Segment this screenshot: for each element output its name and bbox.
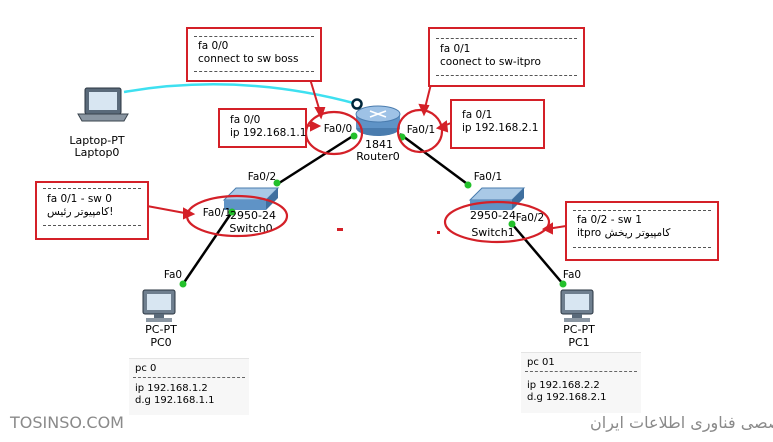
- pc0-name-label: PC0: [150, 336, 171, 349]
- port-label-router-fa00: Fa0/0: [324, 123, 352, 135]
- note-fa00-ip: fa 0/0 ip 192.168.1.1: [218, 108, 307, 148]
- port-label-switch1-fa01: Fa0/1: [474, 171, 502, 183]
- note-fa01-ip: fa 0/1 ip 192.168.2.1: [450, 99, 545, 149]
- port-label-switch0-fa02: Fa0/2: [248, 171, 276, 183]
- port-label-pc1-fa0: Fa0: [563, 269, 581, 281]
- watermark-right: ITPro.ir - وب سایت تخصصی فناوری اطلاعات …: [590, 413, 773, 433]
- pc1-info-dg: d.g 192.168.2.1: [527, 392, 607, 403]
- switch1-icon[interactable]: [468, 187, 526, 210]
- switch1-model-label: 2950-24: [470, 209, 516, 222]
- pc0-info-dg: d.g 192.168.1.1: [135, 395, 215, 406]
- note-line: کامپیوتر رئیس!: [47, 206, 114, 218]
- laptop-model-label: Laptop-PT: [69, 134, 124, 147]
- switch1-name-label: Switch1: [471, 226, 514, 239]
- console-link-laptop-router: [123, 83, 358, 106]
- note-line: ip 192.168.1.1: [230, 127, 307, 139]
- switch0-icon[interactable]: [222, 187, 280, 210]
- note-line: fa 0/1: [462, 109, 493, 121]
- pc1-info-box: pc 01 ip 192.168.2.2 d.g 192.168.2.1: [521, 352, 641, 413]
- pc0-info-box: pc 0 ip 192.168.1.2 d.g 192.168.1.1: [129, 358, 249, 415]
- watermark-left: TOSINSO.COM: [9, 413, 124, 432]
- note-line: connect to sw boss: [198, 53, 299, 65]
- note-switch0-port: fa 0/1 - sw 0 کامپیوتر رئیس!: [35, 181, 149, 240]
- link-router-switch1: [399, 132, 471, 188]
- laptop-name-label: Laptop0: [75, 146, 120, 159]
- port-label-switch0-fa01: Fa0/1: [203, 207, 231, 219]
- note-line: fa 0/0: [230, 114, 261, 126]
- pc0-model-label: PC-PT: [145, 323, 177, 336]
- pc1-name-label: PC1: [568, 336, 589, 349]
- note-line: fa 0/0: [198, 40, 229, 52]
- console-port-icon: [351, 98, 363, 110]
- laptop-icon[interactable]: [77, 87, 129, 122]
- link-router-switch0: [275, 132, 357, 187]
- note-line: fa 0/1: [440, 43, 471, 55]
- link-switch1-pc1: [511, 223, 564, 285]
- stray-mark: [437, 231, 440, 234]
- pc0-icon[interactable]: [142, 289, 176, 322]
- port-label-switch1-fa02: Fa0/2: [516, 212, 544, 224]
- pc1-model-label: PC-PT: [563, 323, 595, 336]
- router-icon[interactable]: [355, 105, 401, 136]
- router-model-label: 1841: [365, 138, 393, 151]
- link-switch0-pc0: [181, 211, 234, 285]
- port-label-pc0-fa0: Fa0: [164, 269, 182, 281]
- router-name-label: Router0: [356, 150, 399, 163]
- note-line: fa 0/2 - sw 1: [577, 214, 642, 226]
- switch0-name-label: Switch0: [229, 222, 272, 235]
- note-fa01-connect: fa 0/1 coonect to sw-itpro: [428, 27, 585, 87]
- note-switch1-port: fa 0/2 - sw 1 itpro کامپیوتر ریخش: [565, 201, 719, 261]
- pc1-icon[interactable]: [560, 289, 594, 322]
- note-line: coonect to sw-itpro: [440, 56, 541, 68]
- port-label-router-fa01: Fa0/1: [407, 124, 435, 136]
- note-fa00-connect: fa 0/0 connect to sw boss: [186, 27, 322, 82]
- note-line: ip 192.168.2.1: [462, 122, 539, 134]
- pc0-info-title: pc 0: [135, 363, 157, 374]
- pc1-info-ip: ip 192.168.2.2: [527, 380, 600, 391]
- stray-mark: [337, 228, 343, 231]
- note-line: fa 0/1 - sw 0: [47, 193, 112, 205]
- switch0-model-label: 2950-24: [230, 209, 276, 222]
- pc1-info-title: pc 01: [527, 357, 555, 368]
- note-line: itpro کامپیوتر ریخش: [577, 227, 671, 239]
- pc0-info-ip: ip 192.168.1.2: [135, 383, 208, 394]
